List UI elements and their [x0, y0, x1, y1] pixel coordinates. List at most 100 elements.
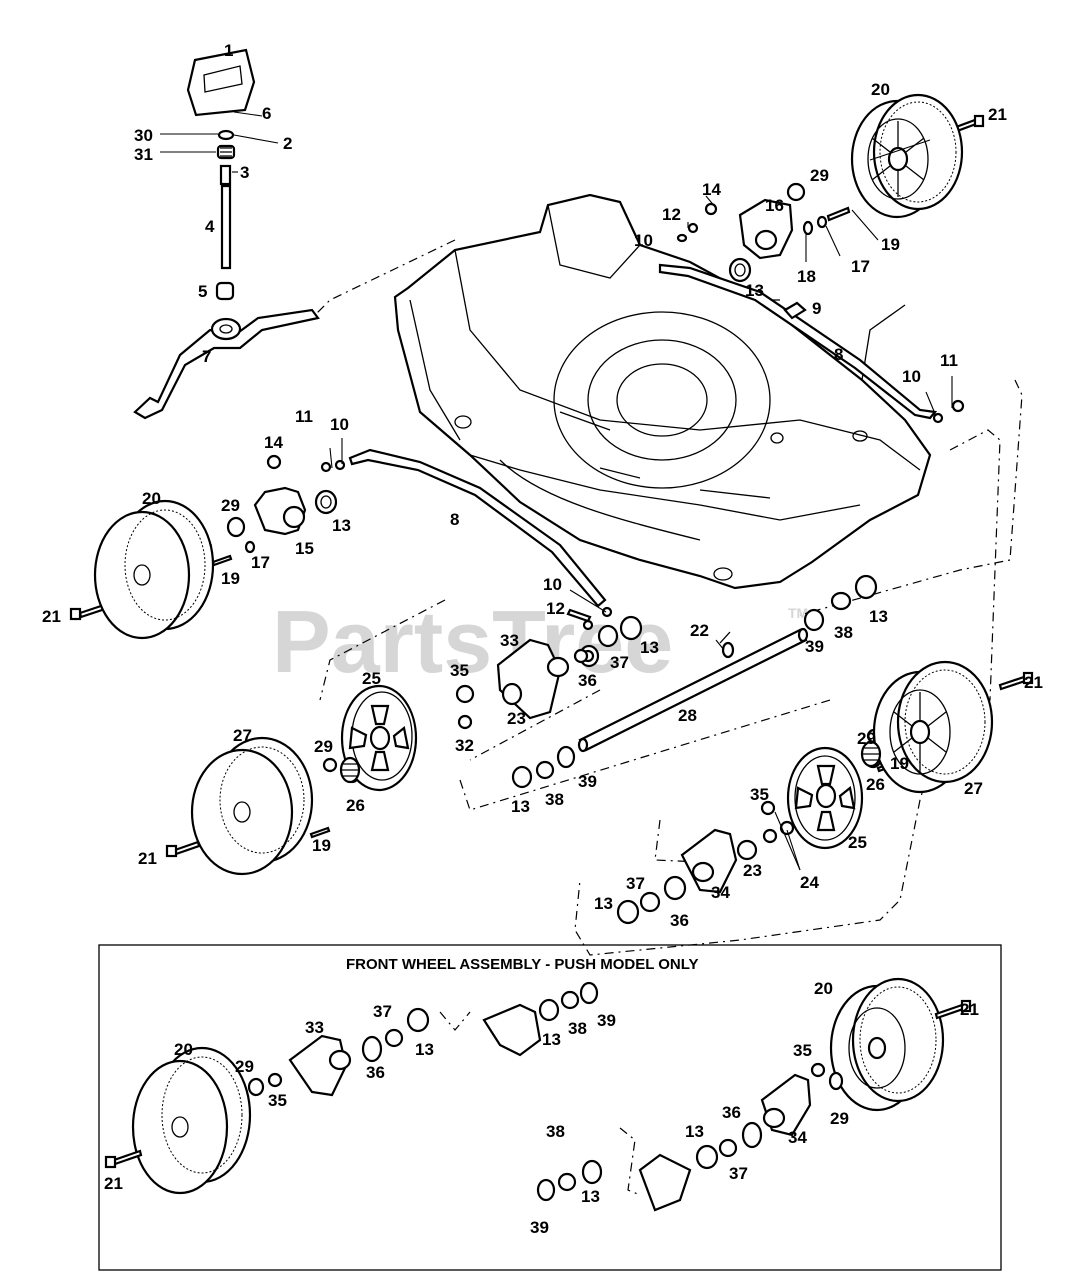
callout-3: 3: [240, 163, 249, 182]
callout-26-b: 26: [866, 775, 885, 794]
inset-callout-labels: 20 21 29 35 33 36 37 13 13 38 39 20 21 3…: [104, 979, 979, 1237]
pinion-gears: [339, 740, 882, 784]
callout-14-b: 14: [264, 433, 283, 452]
leader-lines: [160, 111, 953, 871]
wheel-27-right: [872, 660, 994, 794]
gear-plate-25-left: [340, 684, 418, 792]
callout-37-b: 37: [626, 874, 645, 893]
inset-callout-33: 33: [305, 1018, 324, 1037]
mower-deck: [393, 193, 932, 590]
inset-callout-37-right: 37: [729, 1164, 748, 1183]
wheel-27-left: [190, 736, 314, 876]
callout-5: 5: [198, 282, 207, 301]
callout-20-b: 20: [142, 489, 161, 508]
callout-11-a: 11: [295, 407, 313, 426]
watermark-trademark: TM: [788, 605, 808, 621]
callout-21-a: 21: [988, 105, 1007, 124]
callout-29-b: 29: [221, 496, 240, 515]
callout-18: 18: [797, 267, 816, 286]
callout-31: 31: [134, 145, 153, 164]
callout-10-a: 10: [634, 231, 653, 250]
inset-callout-34: 34: [788, 1128, 807, 1147]
callout-7: 7: [202, 347, 211, 366]
small-hardware: [226, 182, 965, 925]
callout-29-a: 29: [810, 166, 829, 185]
inset-title: FRONT WHEEL ASSEMBLY - PUSH MODEL ONLY: [346, 956, 699, 973]
callout-17-b: 17: [251, 553, 270, 572]
inset-callout-13-right: 13: [685, 1122, 704, 1141]
inset-callout-13-left: 13: [415, 1040, 434, 1059]
height-adjust-handle: [133, 48, 320, 420]
callout-36-a: 36: [578, 671, 597, 690]
callout-21-c: 21: [1024, 673, 1043, 692]
callout-1: 1: [224, 41, 233, 60]
gear-plate-25-right: [786, 746, 864, 850]
adjuster-rods: [348, 263, 938, 608]
callout-20-a: 20: [871, 80, 890, 99]
inset-callout-35-left: 35: [268, 1091, 287, 1110]
callout-2: 2: [283, 134, 292, 153]
callout-15: 15: [295, 539, 314, 558]
callout-8-lower: 8: [450, 510, 459, 529]
callout-9: 9: [812, 299, 821, 318]
callout-32: 32: [455, 736, 474, 755]
callout-10-b: 10: [902, 367, 921, 386]
inset-callout-36-left: 36: [366, 1063, 385, 1082]
callout-13-c: 13: [640, 638, 659, 657]
callout-35-a: 35: [450, 661, 469, 680]
inset-callout-13-bottom: 13: [581, 1187, 600, 1206]
callout-38-a: 38: [834, 623, 853, 642]
callout-25-a: 25: [362, 669, 381, 688]
callout-19-c: 19: [312, 836, 331, 855]
callout-23-b: 23: [743, 861, 762, 880]
callout-19-d: 19: [890, 754, 909, 773]
callout-13-a: 13: [745, 281, 764, 300]
callout-29-d: 29: [857, 729, 876, 748]
callout-26-a: 26: [346, 796, 365, 815]
inset-callout-35-right: 35: [793, 1041, 812, 1060]
callout-39-b: 39: [578, 772, 597, 791]
callout-labels: 1 2 3 4 5 6 7 8 8 9 10 10 10 10 11 11 12…: [42, 41, 1043, 930]
inset-callout-21-left: 21: [104, 1174, 123, 1193]
callout-22: 22: [690, 621, 709, 640]
callout-16: 16: [765, 196, 784, 215]
inset-parts: [104, 977, 972, 1212]
callout-21-d: 21: [138, 849, 157, 868]
callout-28: 28: [678, 706, 697, 725]
callout-27-a: 27: [233, 726, 252, 745]
height-brackets: [253, 198, 794, 894]
callout-37-a: 37: [610, 653, 629, 672]
callout-25-b: 25: [848, 833, 867, 852]
inset-callout-21-right: 21: [960, 1000, 979, 1019]
callout-34: 34: [711, 883, 730, 902]
inset-frame: [98, 944, 1002, 1271]
inset-callout-39-bottom: 39: [530, 1218, 549, 1237]
callout-19-a: 19: [881, 235, 900, 254]
wheel-20-upper-right: [850, 93, 964, 219]
callout-35-b: 35: [750, 785, 769, 804]
inset-callout-20-right: 20: [814, 979, 833, 998]
callout-33: 33: [500, 631, 519, 650]
callout-10-c: 10: [330, 415, 349, 434]
callout-38-b: 38: [545, 790, 564, 809]
callout-6: 6: [262, 104, 271, 123]
callout-4: 4: [205, 217, 215, 236]
callout-19-b: 19: [221, 569, 240, 588]
callout-27-b: 27: [964, 779, 983, 798]
inset-callout-39-mid: 39: [597, 1011, 616, 1030]
inset-callout-38-bottom: 38: [546, 1122, 565, 1141]
wheel-20-left: [93, 499, 215, 640]
callout-13-e: 13: [511, 797, 530, 816]
callout-36-b: 36: [670, 911, 689, 930]
inset-callout-37-left: 37: [373, 1002, 392, 1021]
callout-21-b: 21: [42, 607, 61, 626]
callout-13-f: 13: [594, 894, 613, 913]
callout-14-a: 14: [702, 180, 721, 199]
inset-callout-38-mid: 38: [568, 1019, 587, 1038]
callout-17-a: 17: [851, 257, 870, 276]
callout-30: 30: [134, 126, 153, 145]
callout-12-a: 12: [662, 205, 681, 224]
inset-callout-20-left: 20: [174, 1040, 193, 1059]
callout-23-a: 23: [507, 709, 526, 728]
